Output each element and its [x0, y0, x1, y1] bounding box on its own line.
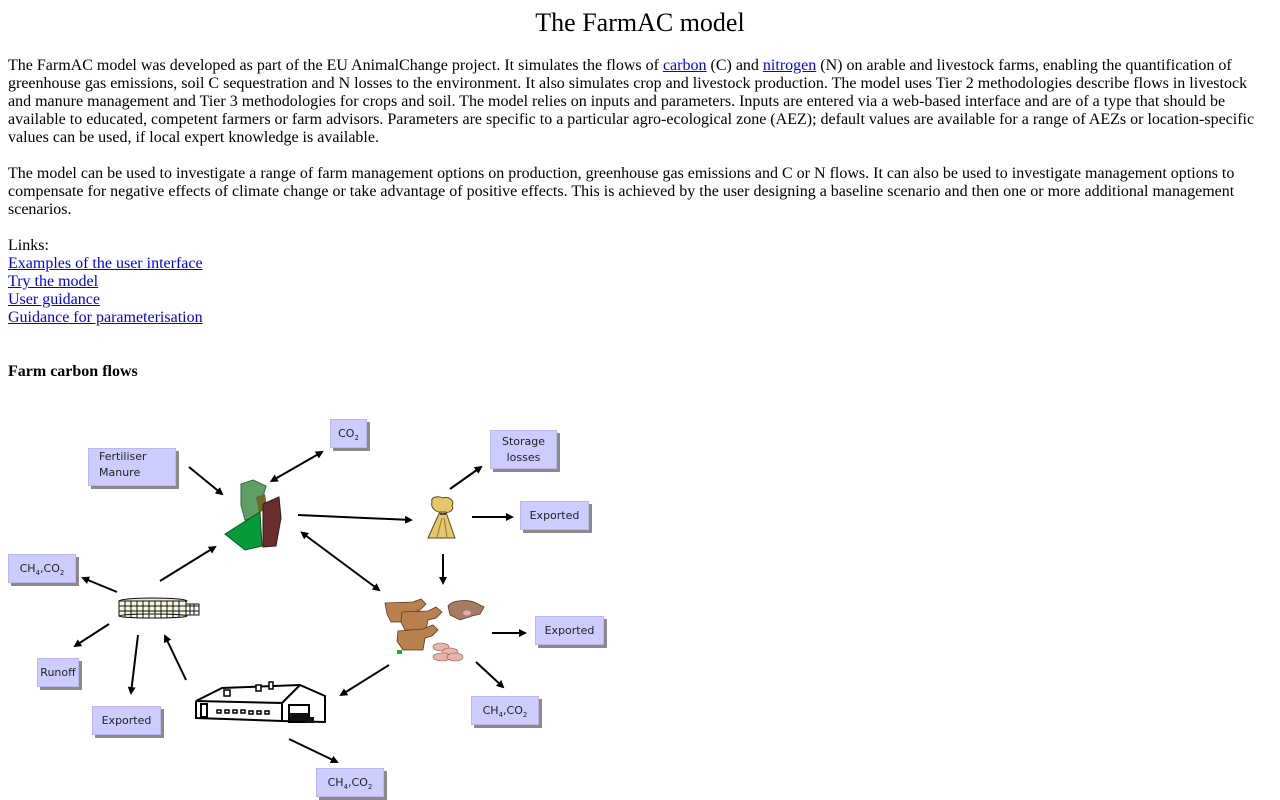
crop-exported-box: Exported: [520, 501, 589, 530]
losses-label: losses: [506, 450, 541, 464]
arrow-fertiliser-to-field: [188, 466, 224, 496]
carbon-link[interactable]: carbon: [662, 57, 707, 74]
co2-box: CO2: [330, 419, 367, 448]
arrow-housing-to-manure-store: [163, 634, 187, 681]
arrow-manure-store-to-exported: [127, 634, 139, 695]
arrow-manure-store-to-field: [159, 545, 217, 582]
cattle-icon: [384, 598, 443, 654]
usage-paragraph: The model can be used to investigate a r…: [8, 165, 1235, 218]
runoff-box: Runoff: [37, 658, 79, 687]
manure-label: Manure: [99, 466, 141, 479]
crop-exported-label: Exported: [529, 508, 580, 522]
manure-store-emissions-label: CH4,CO2: [19, 561, 65, 577]
pig-icon: [447, 600, 485, 621]
livestock-emissions-box: CH4,CO2: [471, 696, 539, 725]
manure-store-emissions-box: CH4,CO2: [8, 554, 76, 583]
diagram-graphics: [73, 451, 527, 764]
fertiliser-label: Fertiliser: [99, 450, 147, 463]
intro-text-3: (N) on arable and livestock farms, enabl…: [8, 57, 1255, 146]
flow-arrows: [73, 451, 527, 764]
arrow-livestock-emissions: [475, 661, 505, 689]
runoff-label: Runoff: [40, 665, 76, 679]
link-try-model[interactable]: Try the model: [8, 273, 99, 290]
livestock-emissions-label: CH4,CO2: [482, 703, 528, 719]
storage-label: Storage: [501, 434, 546, 448]
livestock-icon: [384, 598, 485, 662]
link-parameterisation-guidance[interactable]: Guidance for parameterisation: [8, 309, 203, 326]
housing-emissions-label: CH4,CO2: [327, 775, 373, 791]
farm-carbon-flow-diagram: Fertiliser Manure CO2 Storage losses Exp…: [0, 400, 620, 800]
arrow-field-to-crop: [297, 514, 413, 524]
intro-paragraph: The FarmAC model was developed as part o…: [8, 57, 1264, 147]
intro-text-2: (C) and: [706, 57, 763, 74]
fertiliser-manure-box: Fertiliser Manure: [88, 448, 176, 486]
manure-exported-box: Exported: [92, 706, 161, 735]
manure-exported-label: Exported: [101, 713, 152, 727]
links-label: Links:: [8, 237, 49, 254]
arrow-manure-store-emissions: [81, 576, 118, 593]
piglets-icon: [432, 642, 464, 662]
intro-text-1: The FarmAC model was developed as part o…: [8, 57, 663, 74]
housing-emissions-box: CH4,CO2: [316, 768, 384, 797]
nitrogen-link[interactable]: nitrogen: [762, 57, 817, 74]
field-soil-icon: [224, 479, 282, 551]
livestock-housing-icon: [195, 681, 326, 724]
arrow-housing-emissions: [288, 738, 339, 764]
links-section: Links: Examples of the user interface Tr…: [8, 237, 1264, 327]
livestock-exported-label: Exported: [544, 623, 595, 637]
arrow-manure-store-to-runoff: [73, 623, 110, 648]
storage-losses-box: Storage losses: [490, 430, 557, 469]
arrow-livestock-to-housing: [339, 664, 390, 697]
livestock-exported-box: Exported: [535, 616, 604, 645]
co2-label: CO2: [338, 426, 359, 442]
link-user-guidance[interactable]: User guidance: [8, 291, 100, 308]
crop-sheaf-icon: [427, 496, 456, 539]
arrow-crop-to-storage-losses: [449, 465, 483, 490]
section-title: Farm carbon flows: [8, 363, 138, 380]
arrow-field-co2: [269, 451, 324, 482]
link-examples-ui[interactable]: Examples of the user interface: [8, 255, 203, 272]
page-title: The FarmAC model: [535, 8, 745, 37]
arrow-field-livestock: [300, 531, 381, 592]
manure-storage-tank-icon: [118, 597, 200, 619]
